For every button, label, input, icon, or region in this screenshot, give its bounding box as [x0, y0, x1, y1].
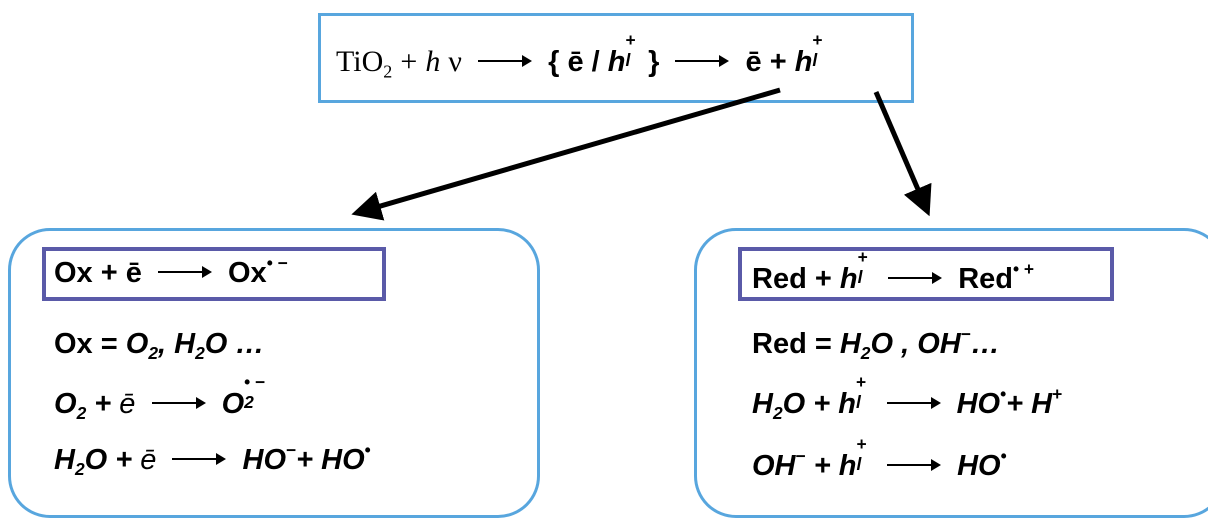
- reduction-highlight-box: [42, 247, 386, 301]
- reaction-arrow: [886, 397, 941, 410]
- arrow-to-oxidation: [873, 91, 932, 217]
- hydroxide-oxidation-equation: OH− + h+l HO•: [752, 434, 1007, 482]
- reaction-arrow: [887, 459, 941, 472]
- oxidants-list: Ox = O2, H2O …: [54, 328, 265, 364]
- water-reduction-equation: H2O + ē HO−+ HO•: [54, 439, 371, 480]
- reaction-arrow: [151, 397, 206, 410]
- top-reaction-box: [318, 13, 914, 103]
- reductants-list: Red = H2O , OH−…: [752, 323, 1000, 364]
- connector-arrows: [351, 87, 932, 221]
- reaction-arrow: [172, 453, 227, 466]
- arrow-to-reduction: [351, 87, 781, 221]
- oxidation-main-equation: Red + h+l Red• +: [752, 247, 1035, 295]
- reaction-arrow: [157, 266, 212, 279]
- water-oxidation-equation: H2O + h+l HO•+ H+: [752, 372, 1063, 424]
- oxidation-highlight-box: [738, 247, 1114, 301]
- reduction-main-equation: Ox + ē Ox• −: [54, 252, 288, 289]
- reaction-arrow: [478, 55, 533, 68]
- reaction-arrow: [675, 55, 730, 68]
- top-equation: TiO2 + h ν { ē / h+l } ē + h+l: [336, 30, 823, 82]
- oxygen-reduction-equation: O2 + ē O• −2: [54, 372, 266, 424]
- reaction-arrow: [888, 272, 943, 285]
